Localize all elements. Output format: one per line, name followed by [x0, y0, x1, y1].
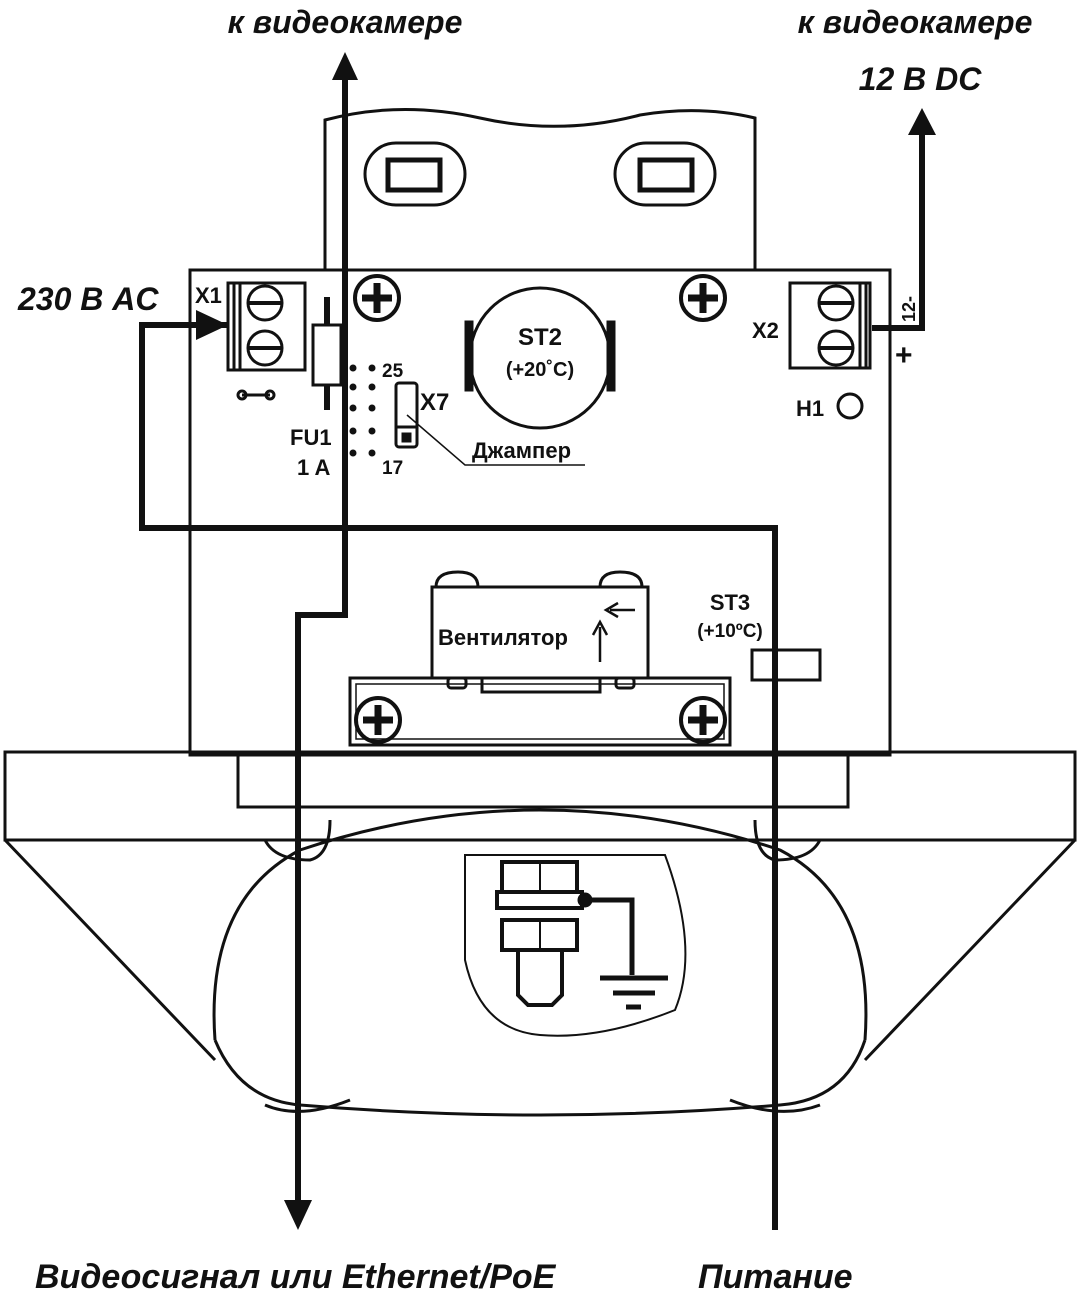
wire-power	[139, 130, 925, 1230]
terminal-x1	[226, 281, 307, 401]
circuit-board	[188, 268, 892, 757]
arrow-icon	[196, 52, 936, 1230]
label-x2: X2	[752, 318, 779, 343]
label-pin-25: 25	[382, 361, 404, 382]
label-jumper: Джампер	[472, 438, 571, 463]
label-x7: X7	[420, 389, 449, 416]
mounting-bracket	[323, 107, 757, 270]
label-pin-17: 17	[382, 458, 403, 479]
label-st2: ST2	[518, 324, 562, 351]
led-h1	[836, 392, 864, 420]
label-video-ethernet-poe: Видеосигнал или Ethernet/PoE	[35, 1258, 557, 1292]
camera-housing	[3, 750, 1077, 1117]
thermostat-st3	[750, 648, 822, 682]
label-to-camera-left: к видеокамере	[228, 4, 463, 40]
thermostat-st2	[464, 286, 616, 430]
label-fan: Вентилятор	[438, 625, 568, 650]
label-st2-temp: (+20˚C)	[506, 358, 574, 381]
fan	[348, 570, 732, 747]
label-fu1-rating: 1 A	[297, 455, 331, 480]
label-x2-plus: +	[895, 339, 913, 372]
label-power: Питание	[698, 1258, 853, 1292]
label-st3: ST3	[710, 590, 750, 615]
label-to-camera-right: к видеокамере	[798, 4, 1033, 40]
jumper-pins	[349, 364, 376, 457]
label-230v-ac: 230 В AC	[17, 281, 159, 317]
label-12v-dc: 12 В DC	[859, 61, 983, 97]
jumper-x7	[394, 381, 585, 466]
wire-video	[295, 75, 348, 1200]
label-fu1: FU1	[290, 425, 332, 450]
terminal-x2	[788, 281, 872, 370]
label-h1: H1	[796, 396, 824, 421]
label-st3-temp: (+10ºC)	[697, 621, 763, 642]
label-x1: X1	[195, 283, 222, 308]
fuse-fu1	[311, 297, 343, 410]
label-x2-pin-12-minus: 12-	[899, 296, 919, 322]
